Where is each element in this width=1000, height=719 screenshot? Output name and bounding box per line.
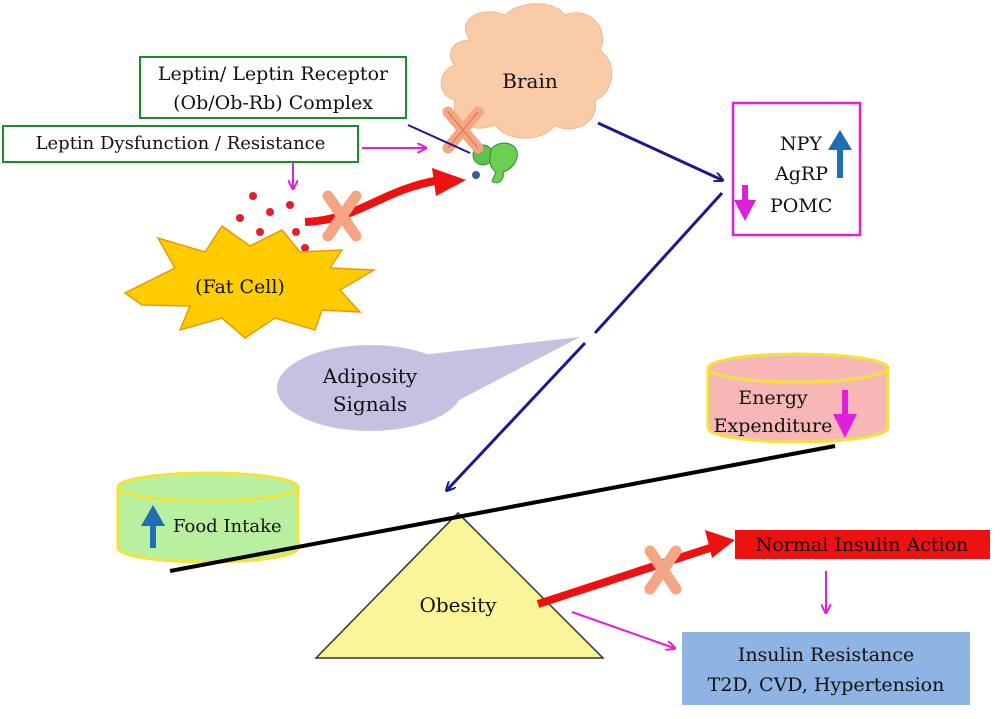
obesity-to-resistance-arrow (571, 611, 674, 648)
pomc-label: POMC (770, 195, 832, 217)
pomc-down-arrow-icon (734, 185, 756, 221)
insulin-resistance-line1: Insulin Resistance (738, 644, 914, 666)
insulin-action-arrow (536, 530, 735, 608)
leptin-complex-line1: Leptin/ Leptin Receptor (157, 63, 389, 85)
brain-label: Brain (502, 69, 558, 93)
brain-cloud (440, 3, 613, 139)
balance-beam (169, 444, 836, 573)
obesity-triangle (314, 511, 605, 659)
agrp-label: AgRP (774, 163, 828, 185)
food-up-arrow-icon (141, 505, 165, 548)
food-cylinder (116, 471, 300, 564)
adiposity-line1: Adiposity (322, 364, 418, 388)
npy-label: NPY (780, 133, 822, 155)
signal-arrow-lower (447, 341, 587, 490)
food-intake-label: Food Intake (173, 516, 282, 537)
signal-x-icon (322, 190, 362, 242)
adiposity-line2: Signals (333, 392, 407, 416)
signal-line-upper (593, 191, 724, 335)
npy-up-arrow-icon (828, 130, 852, 178)
adiposity-bubble (277, 337, 580, 431)
blocked-x-icon (442, 106, 484, 154)
energy-line2: Expenditure (714, 415, 833, 437)
brain-to-hypothalamus-arrow (597, 121, 722, 180)
complex-connector-line (407, 124, 471, 154)
energy-down-arrow-icon (833, 390, 857, 438)
insulin-resistance-box (682, 632, 970, 705)
energy-line1: Energy (738, 387, 808, 409)
fat-cell-shape (123, 224, 377, 339)
insulin-x-icon (644, 545, 682, 595)
leptin-dysfunction-box: Leptin Dysfunction / Resistance (2, 125, 359, 163)
leptin-complex-line2: (Ob/Ob-Rb) Complex (173, 92, 373, 114)
leptin-dysfunction-label: Leptin Dysfunction / Resistance (35, 133, 326, 154)
insulin-resistance-line2: T2D, CVD, Hypertension (708, 674, 945, 696)
obesity-label: Obesity (419, 593, 497, 617)
normal-insulin-label: Normal Insulin Action (756, 534, 969, 556)
fat-cell-label: (Fat Cell) (195, 276, 285, 298)
leptin-complex-box: Leptin/ Leptin Receptor (Ob/Ob-Rb) Compl… (139, 56, 407, 119)
normal-insulin-box (735, 530, 990, 559)
leptin-signal-arrow (304, 168, 466, 226)
